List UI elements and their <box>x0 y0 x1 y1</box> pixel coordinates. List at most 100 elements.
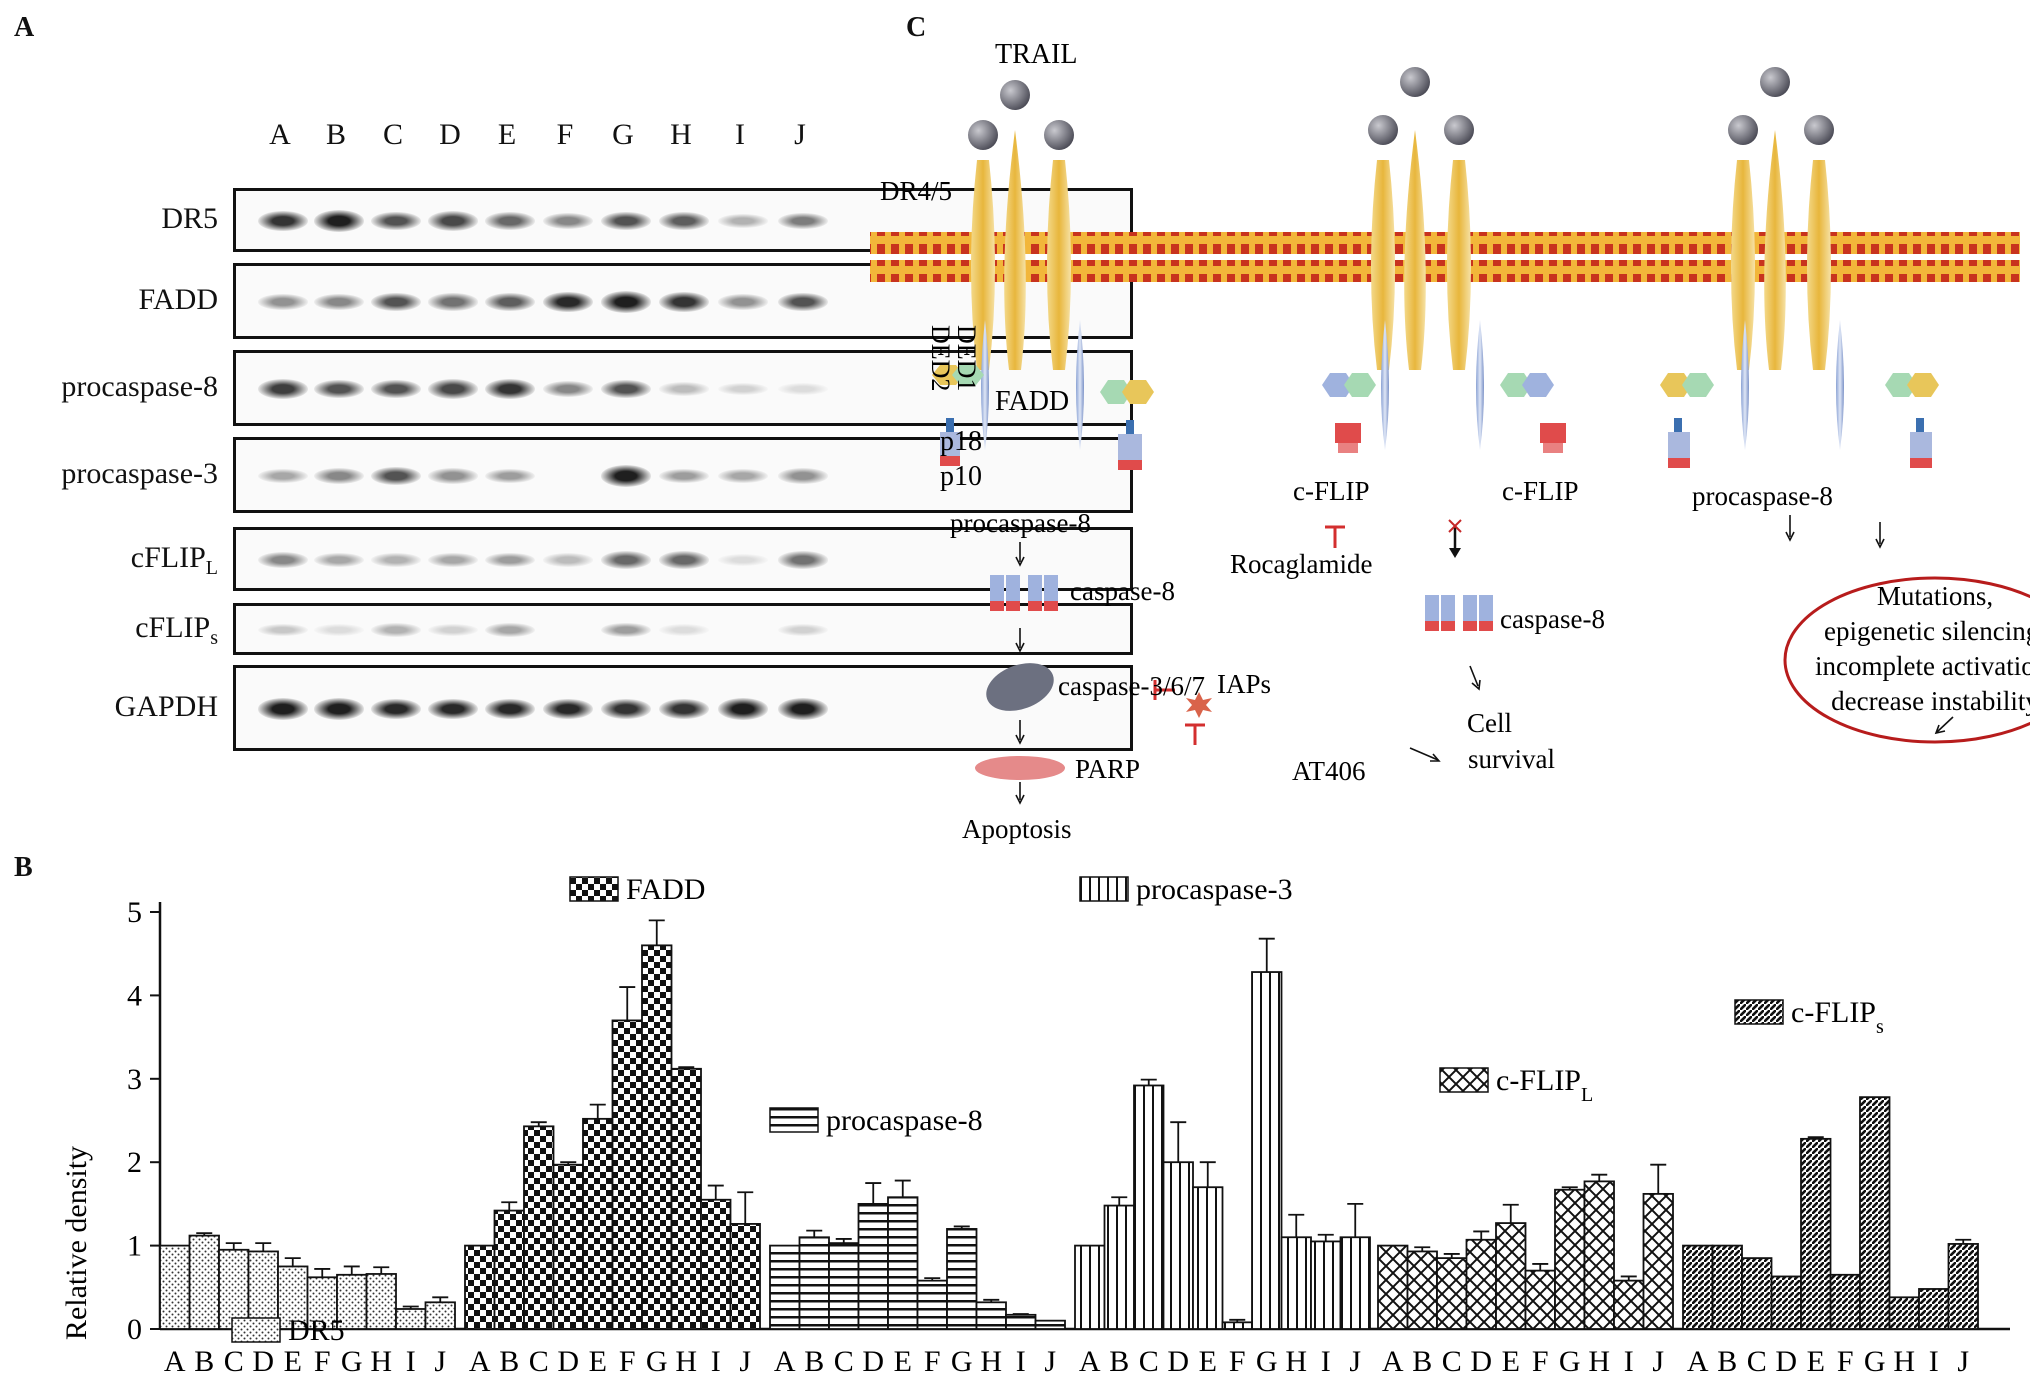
blot-band <box>485 378 535 400</box>
blot-band <box>718 468 768 484</box>
bar <box>798 1236 830 1330</box>
y-tick-label: 4 <box>127 979 142 1012</box>
blot-band <box>314 379 364 399</box>
bar <box>670 1067 702 1330</box>
blot-band <box>371 466 421 486</box>
bar <box>159 1244 191 1330</box>
label-dr45: DR4/5 <box>880 176 952 206</box>
blot-band <box>371 292 421 312</box>
blot-band <box>428 379 478 399</box>
bar <box>1034 1319 1066 1330</box>
legend-label: procaspase-8 <box>826 1104 983 1137</box>
x-tick-label: H <box>675 1345 697 1378</box>
blot-band <box>718 214 768 228</box>
x-tick-label: E <box>1807 1345 1825 1378</box>
blot-band <box>718 698 768 720</box>
x-tick-label: H <box>1588 1345 1610 1378</box>
blot-band <box>659 382 709 396</box>
blot-band <box>718 294 768 310</box>
bar <box>1682 1244 1714 1330</box>
x-tick-label: F <box>1837 1345 1854 1378</box>
x-tick-label: C <box>1139 1345 1159 1378</box>
blot-band <box>778 212 828 230</box>
x-tick-label: D <box>252 1345 274 1378</box>
label-ded1: DED1 <box>952 325 981 391</box>
blot-band <box>428 698 478 720</box>
label-caspase8-middle: caspase-8 <box>1500 604 1605 634</box>
legend-label: c-FLIPL <box>1496 1064 1593 1106</box>
blot-row-label: cFLIPs <box>135 611 218 649</box>
bar <box>700 1198 732 1330</box>
bar <box>1465 1238 1497 1330</box>
bar <box>365 1273 397 1330</box>
legend-label: DR5 <box>288 1314 345 1347</box>
bar <box>1339 1236 1371 1330</box>
blot-row-label: FADD <box>138 283 218 316</box>
bar <box>247 1250 279 1330</box>
label-mutations-4: decrease instability <box>1831 686 2030 716</box>
blot-row-label: GAPDH <box>114 690 218 723</box>
label-p18: p18 <box>940 426 982 457</box>
blot-band <box>258 698 308 720</box>
legend-swatch <box>1079 876 1129 902</box>
label-cflip-1: c-FLIP <box>1293 476 1370 506</box>
blot-band <box>258 294 308 310</box>
bar <box>1074 1244 1106 1330</box>
bar <box>493 1209 525 1330</box>
lane-label-E: E <box>497 118 517 151</box>
blot-band <box>314 294 364 310</box>
y-tick-label: 5 <box>127 896 142 929</box>
bar <box>1642 1192 1674 1330</box>
x-tick-label: G <box>1864 1345 1886 1378</box>
blot-band <box>258 379 308 399</box>
blot-band <box>718 554 768 566</box>
x-tick-label: H <box>1893 1345 1915 1378</box>
panel-b-letter: B <box>14 852 33 883</box>
legend-label: procaspase-3 <box>1136 873 1293 906</box>
y-axis-label: Relative density <box>60 1146 93 1340</box>
bar <box>424 1301 456 1330</box>
bar <box>1103 1204 1135 1330</box>
blot-band <box>601 291 651 313</box>
blot-band <box>543 698 593 720</box>
lane-label-C: C <box>382 118 403 151</box>
x-tick-label: D <box>862 1345 884 1378</box>
blot-band <box>485 622 535 638</box>
blot-band <box>428 468 478 484</box>
bar <box>641 944 673 1330</box>
bar <box>1192 1186 1224 1330</box>
x-tick-label: E <box>589 1345 607 1378</box>
lane-label-D: D <box>439 118 461 151</box>
bar <box>729 1223 761 1330</box>
legend-swatch <box>1734 999 1784 1025</box>
blot-band <box>371 211 421 231</box>
x-tick-label: H <box>370 1345 392 1378</box>
blot-band <box>659 291 709 313</box>
x-tick-label: J <box>1652 1345 1664 1378</box>
label-cell: Cell <box>1467 708 1512 738</box>
x-tick-label: D <box>557 1345 579 1378</box>
bar <box>1800 1137 1832 1330</box>
x-tick-label: E <box>894 1345 912 1378</box>
lane-label-J: J <box>794 118 806 151</box>
y-tick-label: 1 <box>127 1230 142 1263</box>
x-tick-label: H <box>980 1345 1002 1378</box>
y-tick-label: 0 <box>127 1313 142 1346</box>
blot-band <box>371 698 421 720</box>
blot-band <box>718 382 768 396</box>
blot-band <box>371 379 421 399</box>
x-tick-label: A <box>774 1345 796 1378</box>
x-tick-label: E <box>284 1345 302 1378</box>
x-tick-label: F <box>924 1345 941 1378</box>
panel-c-letter: C <box>906 12 927 43</box>
bar <box>1310 1240 1342 1330</box>
label-procaspase8-left: procaspase-8 <box>950 508 1091 538</box>
bar <box>887 1196 919 1330</box>
bar <box>1162 1161 1194 1330</box>
x-tick-label: I <box>1929 1345 1939 1378</box>
x-tick-label: A <box>1382 1345 1404 1378</box>
x-tick-label: E <box>1502 1345 1520 1378</box>
blot-band <box>258 552 308 568</box>
blot-band <box>258 210 308 232</box>
